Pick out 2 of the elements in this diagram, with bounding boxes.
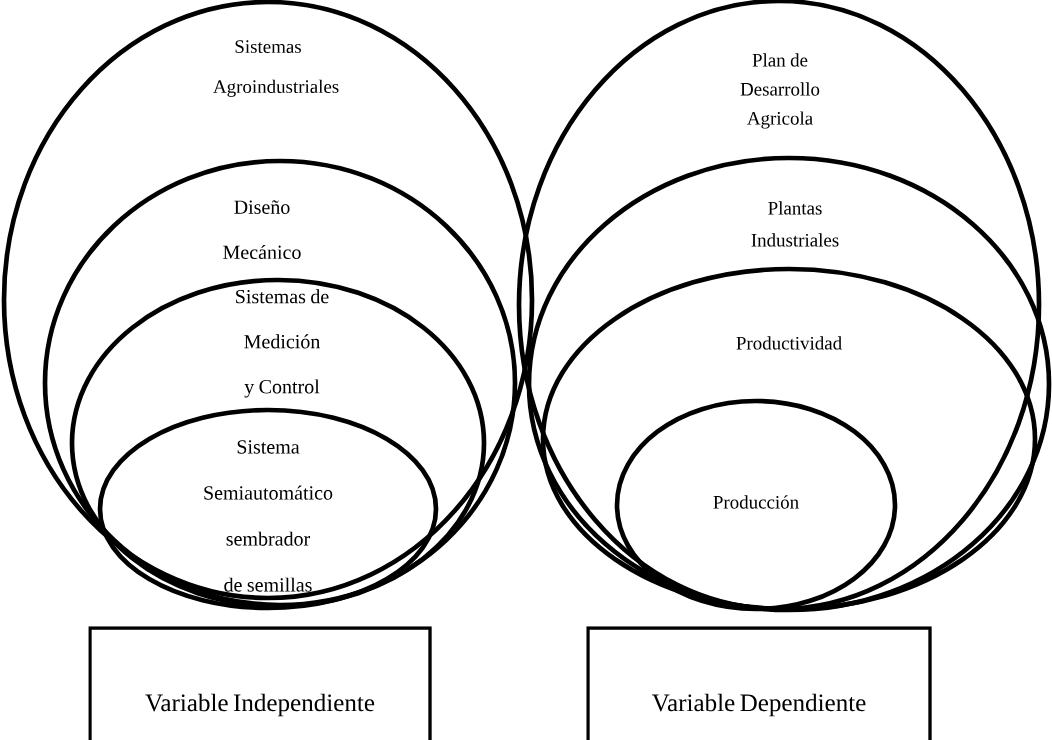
label-box: Variable Dependiente [586,626,932,740]
label-box: Variable Independiente [88,626,432,740]
